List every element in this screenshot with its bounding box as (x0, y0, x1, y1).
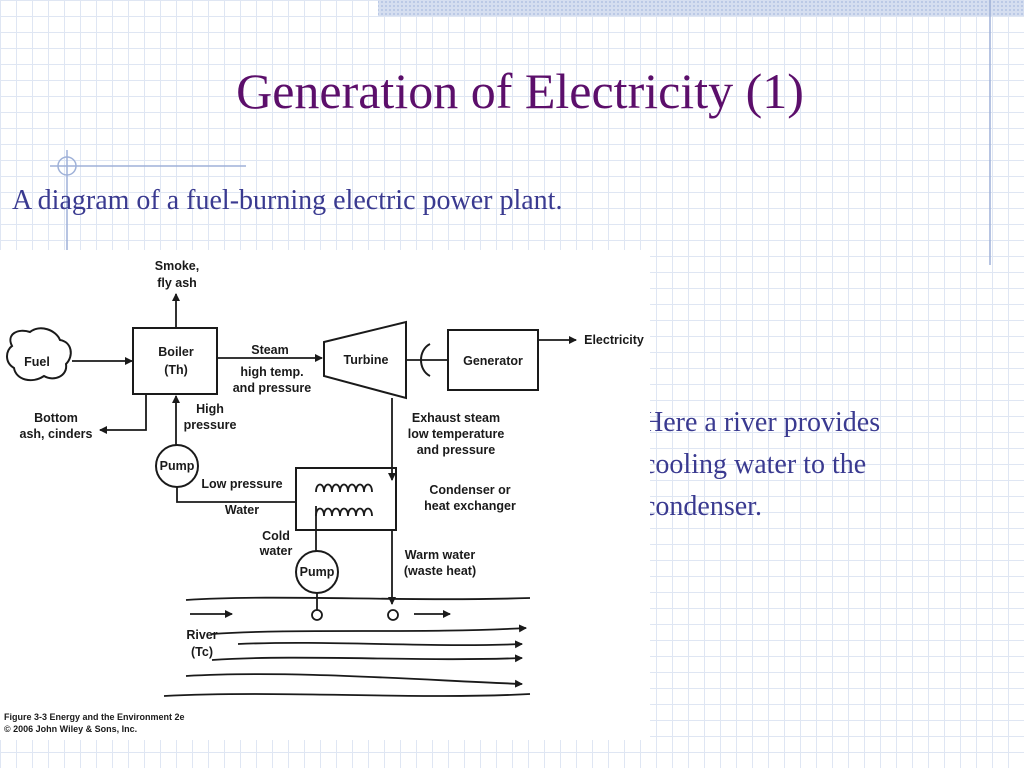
frame-circle (57, 156, 77, 176)
upper-pump-label: Pump (160, 459, 195, 473)
bottom-ash-arrow (99, 394, 147, 434)
smoke-label-1: Smoke, (155, 259, 199, 273)
exhaust-label-2: low temperature (408, 427, 505, 441)
lower-pump-label: Pump (300, 565, 335, 579)
cold-water-label-2: water (259, 544, 293, 558)
high-pressure-label-1: High (196, 402, 224, 416)
electricity-label: Electricity (584, 333, 644, 347)
river-bank-bottom (163, 693, 531, 697)
warm-water-label-2: (waste heat) (404, 564, 476, 578)
bottom-ash-label-1: Bottom (34, 411, 78, 425)
condenser-coil-top (315, 483, 373, 493)
turbine-label: Turbine (344, 353, 389, 367)
intake-opening (311, 609, 323, 621)
slide-title: Generation of Electricity (1) (236, 63, 804, 119)
cold-water-label-1: Cold (262, 529, 290, 543)
slide-subtitle: A diagram of a fuel-burning electric pow… (12, 185, 563, 216)
river-flow-6 (185, 673, 523, 688)
steam-label: Steam (251, 343, 289, 357)
river-label-2: (Tc) (191, 645, 213, 659)
fuel-shape (6, 327, 72, 382)
boiler-label: Boiler (158, 345, 194, 359)
exhaust-label-1: Exhaust steam (412, 411, 500, 425)
condenser-box (295, 467, 397, 531)
water-label: Water (225, 503, 259, 517)
high-pressure-label-2: pressure (184, 418, 237, 432)
steam-condition-1: high temp. (240, 365, 303, 379)
warm-water-label-1: Warm water (405, 548, 476, 562)
river-flow-4 (237, 640, 523, 649)
boiler-temp-label: (Th) (164, 363, 188, 377)
power-plant-diagram: Fuel Boiler (Th) Smoke, fly ash Steam hi… (0, 250, 650, 740)
side-text: Here a river provides cooling water to t… (643, 407, 881, 522)
river-flow-3 (211, 624, 527, 635)
steam-condition-2: and pressure (233, 381, 312, 395)
figure-caption-1: Figure 3-3 Energy and the Environment 2e (4, 712, 185, 722)
river-bank-top (185, 596, 531, 601)
fuel-label: Fuel (24, 355, 50, 369)
boiler-box (132, 327, 218, 395)
top-dotted-band (378, 0, 1024, 16)
exhaust-label-3: and pressure (417, 443, 496, 457)
figure-caption-2: © 2006 John Wiley & Sons, Inc. (4, 724, 137, 734)
turbine-shape (323, 320, 407, 400)
smoke-label-2: fly ash (157, 276, 197, 290)
bottom-ash-label-2: ash, cinders (20, 427, 93, 441)
low-pressure-label: Low pressure (201, 477, 282, 491)
river-label-1: River (186, 628, 217, 642)
river-flow-5 (211, 654, 523, 663)
generator-box (447, 329, 539, 391)
condenser-coil-bottom (315, 507, 373, 517)
condenser-label-1: Condenser or (429, 483, 510, 497)
condenser-label-2: heat exchanger (424, 499, 516, 513)
generator-label: Generator (463, 354, 523, 368)
outflow-opening (387, 609, 399, 621)
